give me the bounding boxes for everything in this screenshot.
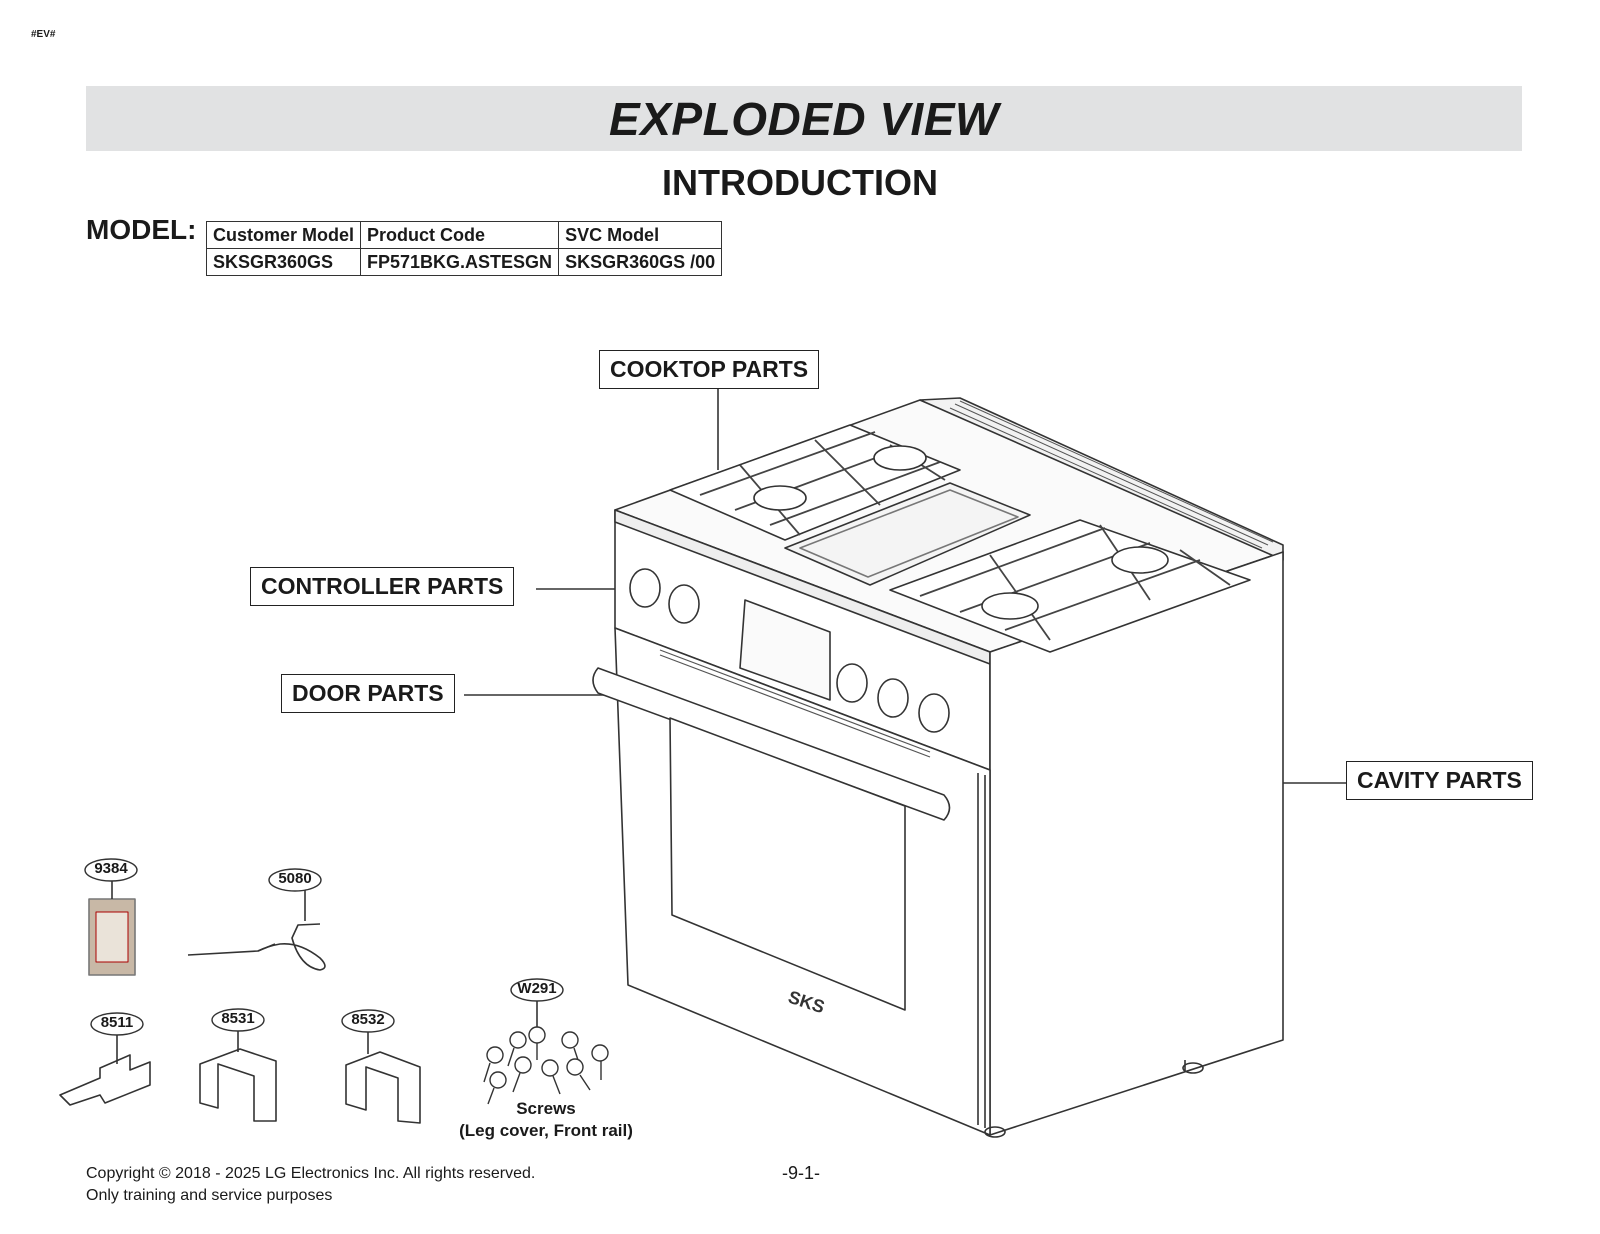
screws-caption-title: Screws xyxy=(516,1099,576,1118)
cell-product-code: FP571BKG.ASTESGN xyxy=(360,248,560,276)
leg-cover-8532-image xyxy=(345,1032,421,1124)
model-table: Customer Model Product Code SVC Model SK… xyxy=(205,221,723,276)
part-oval-8531 xyxy=(211,1008,265,1032)
title-banner: EXPLODED VIEW xyxy=(86,86,1522,151)
header-product-code: Product Code xyxy=(360,221,560,249)
part-number-9384: 9384 xyxy=(94,860,128,877)
griddle xyxy=(784,482,1031,586)
cell-customer-model: SKSGR360GS xyxy=(205,248,362,276)
purpose-text: Only training and service purposes xyxy=(86,1187,333,1204)
oven-window xyxy=(669,717,906,1011)
screws-caption-detail: (Leg cover, Front rail) xyxy=(459,1121,633,1140)
model-table-row: SKSGR360GS FP571BKG.ASTESGN SKSGR360GS /… xyxy=(205,248,723,276)
bracket-8511-image xyxy=(59,1035,151,1106)
part-oval-8532 xyxy=(341,1009,395,1033)
copyright-text: Copyright © 2018 - 2025 LG Electronics I… xyxy=(86,1165,536,1182)
cooktop-parts-callout[interactable]: COOKTOP PARTS xyxy=(599,350,820,389)
part-oval-5080 xyxy=(268,868,322,892)
page-title: EXPLODED VIEW xyxy=(609,93,999,145)
document-tag: #EV# xyxy=(31,29,56,40)
screws-caption: Screws (Leg cover, Front rail) xyxy=(450,1098,642,1142)
page-number: -9-1- xyxy=(782,1163,821,1183)
part-oval-9384 xyxy=(84,858,138,882)
part-number-5080: 5080 xyxy=(278,870,312,887)
part-number-8531: 8531 xyxy=(221,1010,255,1027)
cell-svc-model: SKSGR360GS /00 xyxy=(558,248,723,276)
leg-cover-8531-image xyxy=(199,1031,277,1122)
cavity-parts-callout[interactable]: CAVITY PARTS xyxy=(1346,761,1533,800)
part-number-W291: W291 xyxy=(517,980,557,997)
header-svc-model: SVC Model xyxy=(558,221,723,249)
part-number-8511: 8511 xyxy=(100,1014,134,1031)
model-label: MODEL: xyxy=(86,214,197,245)
door-parts-callout[interactable]: DOOR PARTS xyxy=(281,674,455,713)
model-table-header-row: Customer Model Product Code SVC Model xyxy=(205,221,723,249)
screws-image xyxy=(483,1026,609,1105)
part-oval-8511 xyxy=(90,1012,144,1036)
part-oval-W291 xyxy=(510,978,564,1002)
controller-parts-callout[interactable]: CONTROLLER PARTS xyxy=(250,567,515,606)
part-number-8532: 8532 xyxy=(351,1011,385,1028)
display-window xyxy=(739,599,831,701)
header-customer-model: Customer Model xyxy=(205,221,362,249)
section-subtitle: INTRODUCTION xyxy=(662,162,938,203)
footer-copyright: Copyright © 2018 - 2025 LG Electronics I… xyxy=(86,1163,535,1207)
control-knobs xyxy=(629,568,950,733)
oven-door-handle xyxy=(592,667,951,821)
meat-probe-image xyxy=(187,890,326,971)
